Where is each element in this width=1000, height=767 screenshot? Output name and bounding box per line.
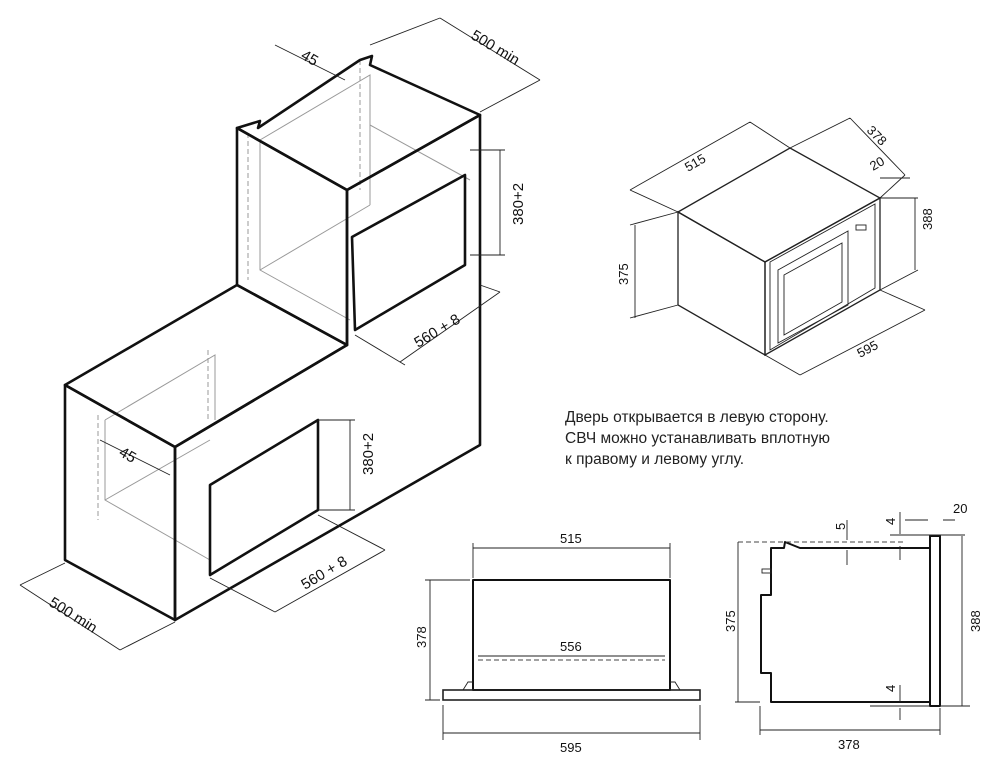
side-handle <box>761 568 772 574</box>
side-gap-frame-label: 4 <box>883 518 898 525</box>
product-iso: 515 378 20 388 375 595 <box>616 117 935 376</box>
lower-hidden-dashes <box>97 350 209 520</box>
upper-opening <box>350 173 467 332</box>
lower-opening <box>208 418 320 577</box>
product-side <box>677 210 766 357</box>
lower-top-face <box>63 283 349 449</box>
product-width-total-label: 595 <box>854 337 880 360</box>
upper-offset-label: 45 <box>298 47 321 70</box>
product-depth-label: 378 <box>864 123 890 149</box>
note-line: Дверь открывается в левую сторону. <box>565 409 829 426</box>
note-line: СВЧ можно устанавливать вплотную <box>565 430 831 447</box>
side-total-height-label: 388 <box>968 610 983 632</box>
product-door-label: 20 <box>867 153 887 173</box>
front-view: 515 378 556 595 <box>414 531 701 755</box>
side-gap-bottom-label: 4 <box>883 685 898 692</box>
product-top <box>676 147 882 263</box>
lower-width-label: 560 + 8 <box>298 553 350 594</box>
lower-offset-label: 45 <box>116 444 139 467</box>
product-dim-lines <box>629 117 926 376</box>
front-feet <box>462 681 681 691</box>
upper-top-face <box>235 54 482 192</box>
product-height-total-label: 388 <box>920 208 935 230</box>
side-dim-lines <box>735 512 970 735</box>
product-window-inner <box>783 242 843 336</box>
product-window <box>777 230 849 344</box>
product-door-frame <box>769 203 876 351</box>
lower-depth-label: 500 min <box>46 594 100 637</box>
cabinet-iso: 45 500 min 380+2 560 + 8 45 380+2 560 + … <box>19 17 541 651</box>
side-gap-top-label: 5 <box>833 523 848 530</box>
side-depth-label: 378 <box>838 737 860 752</box>
product-width-label: 515 <box>682 151 708 175</box>
side-body <box>760 541 930 703</box>
front-inner-width-label: 556 <box>560 639 582 654</box>
product-height-body-label: 375 <box>616 263 631 285</box>
product-button <box>855 224 867 231</box>
lower-height-label: 380+2 <box>360 433 377 475</box>
front-top-width-label: 515 <box>560 531 582 546</box>
side-door-label: 20 <box>953 501 967 516</box>
front-height-label: 378 <box>414 626 429 648</box>
upper-height-label: 380+2 <box>510 183 527 225</box>
upper-depth-label: 500 min <box>468 27 523 69</box>
installation-note: Дверь открывается в левую сторону. СВЧ м… <box>565 407 830 470</box>
front-body <box>472 579 671 691</box>
lower-front-face <box>63 383 177 622</box>
upper-front-face <box>235 126 349 347</box>
side-door <box>929 535 941 707</box>
upper-inner-lines <box>259 74 471 321</box>
front-total-width-label: 595 <box>560 740 582 755</box>
dimension-lines <box>19 17 541 651</box>
side-body-height-label: 375 <box>723 610 738 632</box>
front-base <box>442 689 701 701</box>
side-view: 5 4 20 375 388 4 378 <box>723 501 983 752</box>
note-line: к правому и левому углу. <box>565 451 745 468</box>
upper-hidden-dashes <box>247 60 361 280</box>
front-dim-lines <box>425 543 701 740</box>
product-door <box>764 196 881 357</box>
upper-width-label: 560 + 8 <box>411 311 463 352</box>
